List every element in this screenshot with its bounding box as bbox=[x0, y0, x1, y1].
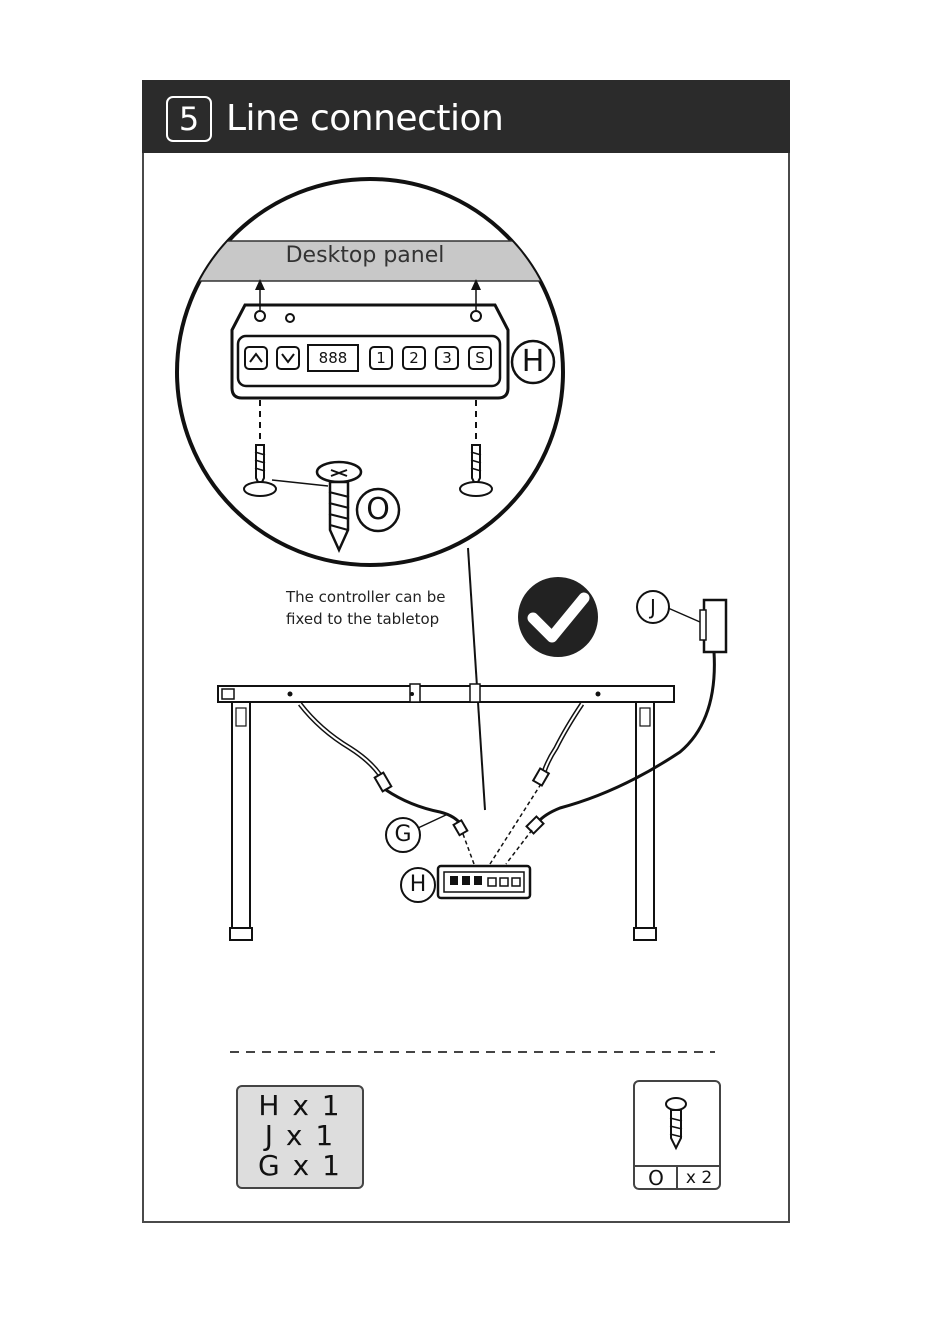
desktop-panel-label: Desktop panel bbox=[200, 243, 530, 268]
checkmark-icon bbox=[518, 577, 598, 657]
part-item: G x 1 bbox=[238, 1151, 362, 1181]
controller-label: H bbox=[512, 341, 554, 383]
part-item: J x 1 bbox=[238, 1121, 362, 1151]
button-3-label: 3 bbox=[436, 347, 458, 369]
mounting-note: The controller can be fixed to the table… bbox=[286, 586, 445, 630]
button-1-label: 1 bbox=[370, 347, 392, 369]
control-box bbox=[438, 866, 530, 898]
desk-frame bbox=[218, 684, 674, 940]
cable-label: G bbox=[386, 818, 420, 852]
button-s-label: S bbox=[469, 347, 491, 369]
part-item: H x 1 bbox=[238, 1091, 362, 1121]
control-box-label: H bbox=[401, 868, 435, 902]
screw-quantity: x 2 bbox=[677, 1166, 721, 1190]
parts-list: H x 1 J x 1 G x 1 bbox=[236, 1085, 364, 1189]
button-2-label: 2 bbox=[403, 347, 425, 369]
display-readout: 888 bbox=[310, 345, 356, 371]
screw-code: O bbox=[635, 1166, 677, 1190]
power-adapter bbox=[668, 600, 726, 652]
power-label: J bbox=[637, 591, 669, 623]
screw-label: O bbox=[357, 489, 399, 531]
